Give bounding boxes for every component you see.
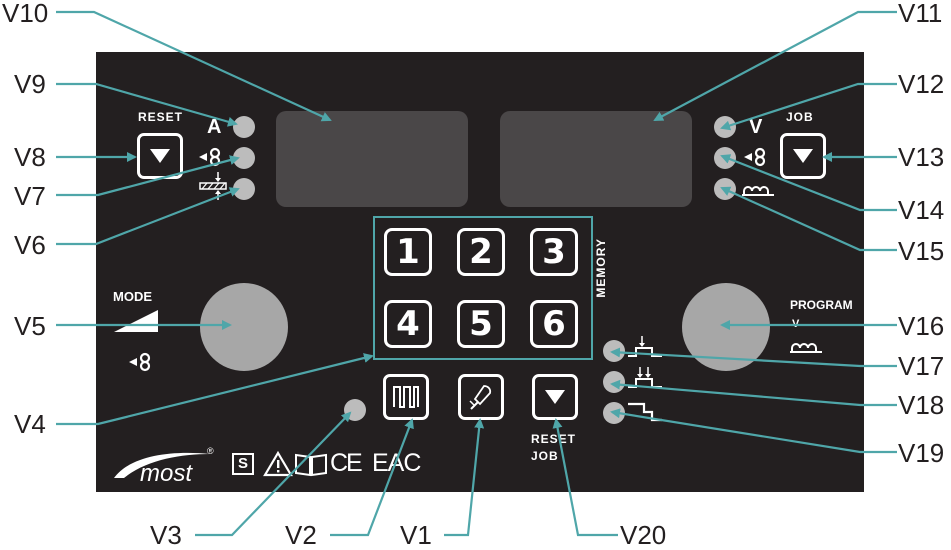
- reset-job-label-job: JOB: [531, 449, 559, 463]
- memory-label: MEMORY: [594, 238, 608, 298]
- callout-v17: V17: [898, 351, 945, 381]
- mode-4t-icon: [628, 367, 662, 388]
- brand-registered-mark: ®: [207, 446, 214, 456]
- right-wire-speed-led: [714, 147, 736, 169]
- torch-button[interactable]: [458, 374, 504, 420]
- mode-wire-speed-icon: [129, 352, 151, 372]
- memory-key-2[interactable]: 2: [457, 228, 505, 276]
- mode-spot-icon: [628, 402, 662, 422]
- warning-triangle-icon: [263, 451, 293, 477]
- inductance-led: [714, 178, 736, 200]
- volt-led: [714, 116, 736, 138]
- memory-keypad-frame: [373, 216, 593, 360]
- mode-knob[interactable]: [200, 283, 288, 371]
- callout-v8: V8: [14, 142, 46, 172]
- reset-down-button[interactable]: [137, 133, 183, 179]
- callout-v12: V12: [898, 69, 945, 99]
- amp-label: A: [207, 116, 222, 138]
- reset-job-button[interactable]: [532, 374, 578, 420]
- callout-v5: V5: [14, 311, 46, 341]
- job-down-button[interactable]: [780, 133, 826, 179]
- reset-label: RESET: [138, 110, 184, 124]
- callout-v10: V10: [2, 0, 49, 28]
- cert-s-badge: S: [232, 453, 254, 475]
- job-label: JOB: [786, 110, 814, 124]
- down-arrow-icon: [545, 390, 565, 404]
- inductance-coil-icon: [742, 186, 774, 196]
- material-thickness-icon: [199, 172, 227, 200]
- mode-2t-led: [603, 340, 625, 362]
- callout-v15: V15: [898, 236, 945, 266]
- voltage-display: [500, 111, 692, 207]
- welding-torch-icon: [469, 385, 492, 410]
- current-display: [276, 111, 468, 207]
- callout-v16: V16: [898, 311, 945, 341]
- callout-v9: V9: [14, 69, 46, 99]
- memory-key-6[interactable]: 6: [530, 300, 578, 348]
- brand-swoosh-logo: [114, 452, 210, 478]
- callout-v19: V19: [898, 438, 945, 468]
- manual-book-icon: [295, 453, 327, 477]
- down-arrow-icon: [793, 149, 813, 163]
- reset-job-label-reset: RESET: [531, 432, 577, 446]
- program-coil-icon: [790, 343, 822, 353]
- pulse-button[interactable]: [383, 374, 429, 420]
- brand-logo-text: most: [140, 460, 193, 487]
- down-arrow-icon: [150, 149, 170, 163]
- callout-v7: V7: [14, 181, 46, 211]
- callout-v14: V14: [898, 195, 945, 225]
- pulse-wave-icon: [393, 386, 419, 408]
- callout-v3: V3: [150, 520, 182, 550]
- mode-spot-led: [603, 402, 625, 424]
- right-wire-speed-icon: [744, 147, 766, 167]
- volt-label: V: [749, 116, 763, 138]
- program-label: PROGRAM: [790, 298, 853, 312]
- amp-led: [233, 116, 255, 138]
- memory-key-1[interactable]: 1: [384, 228, 432, 276]
- callout-v11: V11: [898, 0, 943, 28]
- wire-speed-icon: [199, 147, 221, 167]
- cert-ce-mark: CE: [330, 449, 363, 477]
- wire-speed-led: [233, 147, 255, 169]
- callout-v18: V18: [898, 390, 945, 420]
- memory-key-4[interactable]: 4: [384, 300, 432, 348]
- thickness-led: [233, 178, 255, 200]
- callout-v20: V20: [620, 520, 667, 550]
- mode-4t-led: [603, 371, 625, 393]
- ramp-icon: [114, 310, 158, 332]
- callout-v13: V13: [898, 142, 945, 172]
- callout-v1: V1: [400, 520, 432, 550]
- memory-key-3[interactable]: 3: [530, 228, 578, 276]
- callout-v4: V4: [14, 409, 46, 439]
- status-led: [344, 399, 366, 421]
- memory-key-5[interactable]: 5: [457, 300, 505, 348]
- cert-eac-mark: EAC: [372, 449, 421, 477]
- program-volt-label: V: [792, 318, 800, 330]
- mode-2t-icon: [628, 336, 662, 357]
- callout-v6: V6: [14, 230, 46, 260]
- callout-v2: V2: [285, 520, 317, 550]
- mode-label: MODE: [113, 289, 152, 304]
- program-knob[interactable]: [682, 283, 770, 371]
